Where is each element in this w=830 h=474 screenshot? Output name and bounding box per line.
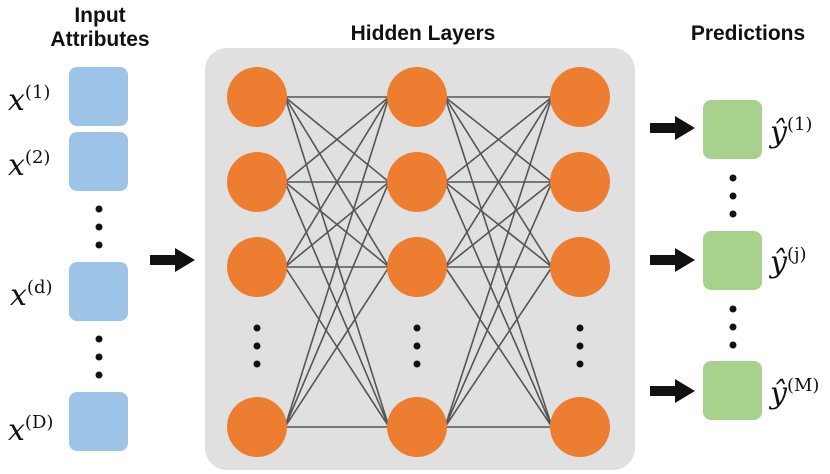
ellipsis-dot-icon: [576, 342, 584, 350]
neuron-layer1-node2: [227, 152, 287, 212]
input-heading-line2: Attributes: [50, 28, 150, 51]
connection-line: [284, 96, 390, 428]
ellipsis-dot-icon: [413, 342, 421, 350]
ellipsis-dot-icon: [95, 353, 103, 361]
input-label-D: x(D): [8, 412, 53, 448]
connection-line: [444, 96, 553, 428]
input-node-d: [69, 262, 128, 321]
neuron-layer1-node4: [227, 397, 287, 457]
output-node-j: [703, 231, 762, 290]
input-labels: x(1) x(2) x(d) x(D): [8, 82, 53, 448]
output-nodes: [703, 100, 762, 420]
connection-line: [444, 96, 553, 183]
input-nodes: [69, 67, 128, 451]
connection-line: [444, 96, 553, 268]
output-label-M: ŷ(M): [768, 375, 819, 411]
ellipsis-dot-icon: [95, 223, 103, 231]
arrows: [150, 116, 695, 403]
output-ellipsis-icons: [729, 174, 737, 349]
output-label-1: ŷ(1): [768, 114, 812, 150]
input-attributes-heading: Input Attributes: [20, 4, 180, 52]
ellipsis-dot-icon: [95, 335, 103, 343]
ellipsis-dot-icon: [729, 305, 737, 313]
input-node-2: [69, 132, 128, 191]
connection-line: [284, 96, 390, 183]
neuron-layer2-node1: [387, 67, 447, 127]
ellipsis-dot-icon: [729, 192, 737, 200]
connection-line: [284, 181, 390, 268]
ellipsis-dot-icon: [413, 324, 421, 332]
input-label-d: x(d): [10, 277, 53, 313]
neuron-layer1-node3: [227, 237, 287, 297]
output-label-j: ŷ(j): [768, 244, 807, 280]
input-label-2: x(2): [8, 147, 50, 183]
ellipsis-dot-icon: [729, 323, 737, 331]
output-node-1: [703, 100, 762, 159]
ellipsis-dot-icon: [729, 174, 737, 182]
connection-line: [284, 96, 390, 268]
neuron-layer3-node2: [550, 152, 610, 212]
connection-line: [444, 181, 553, 428]
neuron-layer2-node4: [387, 397, 447, 457]
output-node-M: [703, 361, 762, 420]
neuron-layer3-node1: [550, 67, 610, 127]
predictions-heading: Predictions: [690, 22, 806, 45]
output-arrow-icon: [650, 116, 695, 140]
output-labels: ŷ(1) ŷ(j) ŷ(M): [768, 114, 819, 411]
ellipsis-dot-icon: [729, 341, 737, 349]
connection-line: [284, 266, 390, 428]
hidden-ellipsis-icons: [253, 324, 584, 368]
output-arrow-icon: [650, 379, 695, 403]
input-ellipsis-icons: [95, 205, 103, 379]
input-node-1: [69, 67, 128, 126]
neuron-layer1-node1: [227, 67, 287, 127]
input-arrow-icon: [150, 248, 195, 272]
input-heading-line1: Input: [74, 4, 126, 27]
ellipsis-dot-icon: [95, 205, 103, 213]
neuron-layer2-node3: [387, 237, 447, 297]
connection-line: [284, 181, 390, 428]
neuron-layer2-node2: [387, 152, 447, 212]
neuron-layer3-node4: [550, 397, 610, 457]
ellipsis-dot-icon: [413, 360, 421, 368]
neuron-layer3-node3: [550, 237, 610, 297]
ellipsis-dot-icon: [95, 241, 103, 249]
connection-line: [444, 266, 553, 428]
ellipsis-dot-icon: [95, 371, 103, 379]
neurons: [227, 67, 610, 457]
input-label-1: x(1): [8, 82, 50, 118]
ellipsis-dot-icon: [576, 360, 584, 368]
ellipsis-dot-icon: [729, 210, 737, 218]
ellipsis-dot-icon: [253, 360, 261, 368]
hidden-layers-heading: Hidden Layers: [350, 22, 496, 45]
output-arrow-icon: [650, 248, 695, 272]
ellipsis-dot-icon: [253, 342, 261, 350]
ellipsis-dot-icon: [253, 324, 261, 332]
input-node-D: [69, 392, 128, 451]
connection-line: [444, 181, 553, 268]
connections: [284, 96, 553, 428]
ellipsis-dot-icon: [576, 324, 584, 332]
